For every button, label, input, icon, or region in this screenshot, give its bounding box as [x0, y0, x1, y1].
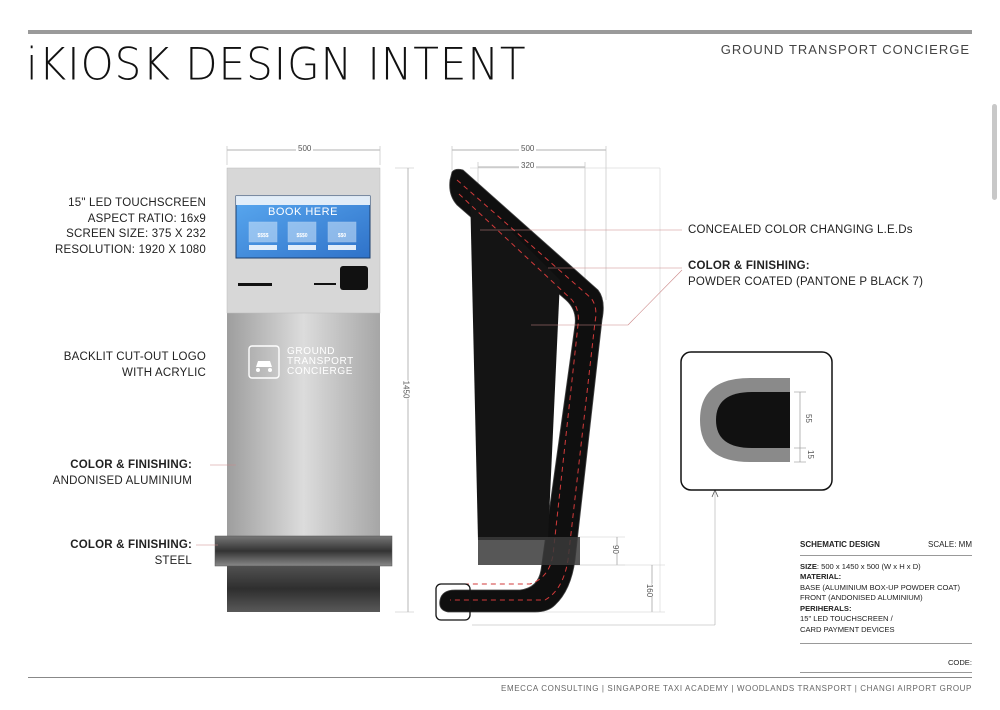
base-finish-label: COLOR & FINISHING: STEEL [70, 539, 192, 567]
led-label: CONCEALED COLOR CHANGING L.E.Ds [688, 224, 913, 236]
footer-credits: EMECCA CONSULTING | SINGAPORE TAXI ACADE… [501, 684, 972, 693]
side-view [435, 146, 719, 626]
side-finish-label: COLOR & FINISHING: POWDER COATED (PANTON… [688, 260, 924, 288]
screen-heading: BOOK HERE [268, 206, 338, 218]
foot-detail [680, 351, 833, 491]
top-rule [28, 30, 972, 34]
page-subtitle: GROUND TRANSPORT CONCIERGE [720, 42, 970, 57]
spec-title: SCHEMATIC DESIGN [800, 540, 880, 549]
detail-dim-b: 15 [805, 450, 815, 459]
side-base-dim: 90 [610, 545, 620, 554]
side-inner-dim: 320 [519, 161, 537, 170]
front-width-dim: 500 [296, 144, 314, 153]
body-finish-label: COLOR & FINISHING: ANDONISED ALUMINIUM [52, 459, 192, 487]
front-height-dim: 1450 [401, 380, 411, 399]
bottom-rule [28, 677, 972, 678]
detail-dim-a: 55 [803, 414, 813, 423]
front-view [214, 146, 414, 613]
screen-price-1: $$$$ [257, 233, 269, 239]
touchscreen-spec-label: 15" LED TOUCHSCREEN ASPECT RATIO: 16x9 S… [55, 197, 206, 256]
scrollbar[interactable] [992, 104, 997, 200]
page-title: iKIOSK DESIGN INTENT [26, 38, 527, 91]
kiosk-logo-text: GROUND TRANSPORT CONCIERGE [287, 346, 354, 377]
side-width-dim: 500 [519, 144, 537, 153]
screen-price-3: $$0 [337, 233, 347, 239]
spec-code: CODE: [800, 658, 972, 673]
spec-scale: SCALE: MM [927, 540, 972, 549]
side-foot-dim: 160 [645, 583, 655, 598]
logo-spec-label: BACKLIT CUT-OUT LOGO WITH ACRYLIC [63, 351, 206, 379]
screen-price-2: $$$0 [296, 233, 308, 239]
